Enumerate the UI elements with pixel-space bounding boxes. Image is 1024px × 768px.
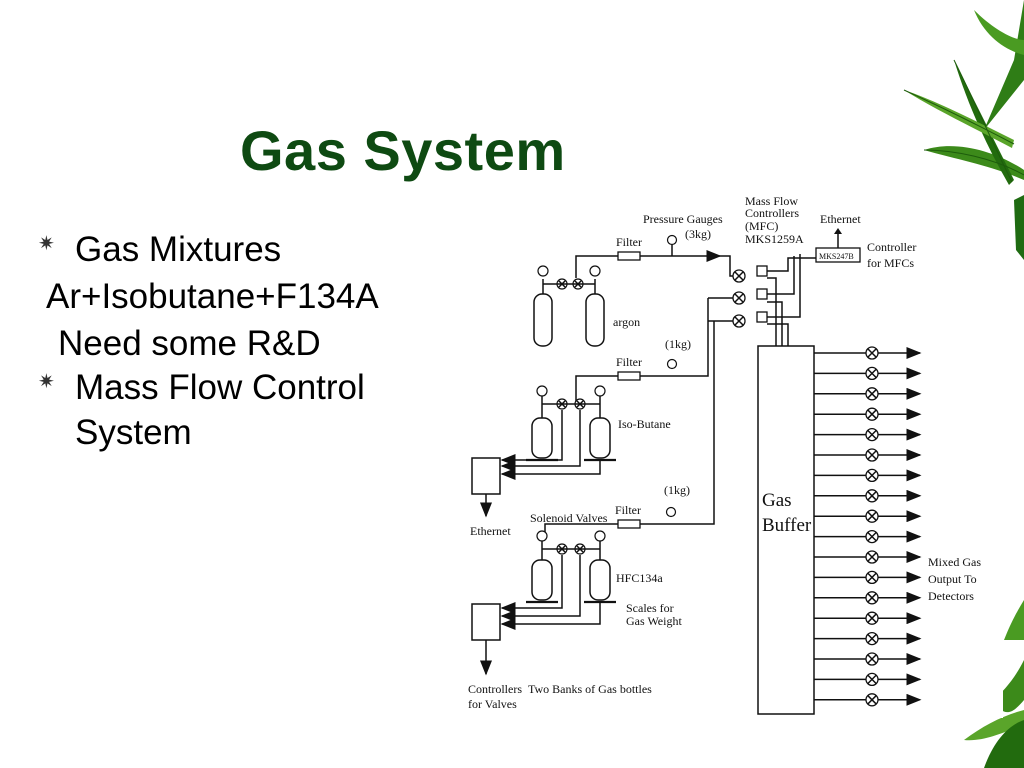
two-banks-label: Two Banks of Gas bottles [528, 682, 652, 696]
mfc-valves [732, 269, 746, 328]
bullet-text: Gas Mixtures [75, 230, 282, 269]
filter-label-1: Filter [616, 235, 642, 249]
bullet-item: ✷ Gas Mixtures [38, 228, 438, 273]
mfc-label-line2: Controllers [745, 206, 799, 220]
output-line [814, 387, 922, 401]
filter-label-3: Filter [615, 503, 641, 517]
output-line [814, 693, 922, 707]
isobutane-label: Iso-Butane [618, 417, 671, 431]
mks1259-label: MKS1259A [745, 232, 804, 246]
controllers-valves-label-1: Controllers [468, 682, 522, 696]
pressure-1kg-label-a: (1kg) [665, 337, 691, 351]
mks247b-label: MKS247B [819, 252, 854, 261]
bullet-item: ✷ Mass Flow Control System [38, 366, 438, 456]
output-line [814, 407, 922, 421]
controller-label-1: Controller [867, 240, 916, 254]
output-line [814, 652, 922, 666]
argon-label: argon [613, 315, 640, 329]
filter-label-2: Filter [616, 355, 642, 369]
pressure-gauge-icon [666, 358, 678, 370]
valve-controller-box-top [471, 457, 501, 495]
bullet-subline: Ar+Isobutane+F134A [46, 276, 379, 316]
output-line [814, 468, 922, 483]
pressure-gauge-icon [665, 506, 677, 518]
output-line [814, 570, 922, 585]
diagram-canvas: Pressure Gauges (3kg) Mass Flow Controll… [468, 196, 981, 715]
scales-label-2: Gas Weight [626, 614, 682, 628]
output-line [814, 672, 922, 687]
argon-bottles [533, 265, 605, 347]
filter-3 [617, 519, 641, 529]
ethernet-left-label: Ethernet [470, 524, 511, 538]
hfc134a-bottles [526, 530, 616, 604]
gas-buffer-box [757, 345, 815, 715]
star-burst-icon: ✷ [38, 371, 55, 394]
gas-buffer-label-1: Gas [762, 490, 792, 511]
filter-2 [617, 371, 641, 381]
mks247b-box [815, 247, 861, 263]
output-line [814, 550, 922, 564]
mixed-gas-label-2: Output To [928, 572, 977, 586]
output-lines [814, 346, 922, 707]
gas-buffer-label-2: Buffer [762, 515, 812, 536]
bamboo-decoration [903, 0, 1024, 768]
isobutane-bottles [526, 385, 616, 462]
output-line [814, 611, 922, 625]
bullet-text: Mass Flow Control System [75, 368, 365, 453]
output-line [814, 489, 922, 503]
filter-1 [617, 251, 641, 261]
output-line [814, 509, 922, 523]
mixed-gas-label-3: Detectors [928, 589, 974, 603]
ethernet-top-label: Ethernet [820, 212, 861, 226]
valve-controller-box-bottom [471, 603, 501, 641]
output-line [814, 591, 922, 605]
mfc-label-line3: (MFC) [745, 219, 778, 233]
hfc134a-label: HFC134a [616, 571, 663, 585]
output-line [814, 346, 922, 360]
controllers-valves-label-2: for Valves [468, 697, 517, 711]
bullet-list: ✷ Gas Mixtures Ar+Isobutane+F134A Need s… [38, 228, 438, 456]
mfc-units [756, 254, 816, 323]
slide-title: Gas System [240, 119, 566, 182]
controller-label-2: for MFCs [867, 256, 914, 270]
output-line [814, 366, 922, 381]
output-line [814, 427, 922, 442]
pressure-gauge-icon [666, 234, 678, 246]
output-line [814, 529, 922, 544]
scales-label-1: Scales for [626, 601, 674, 615]
pressure-1kg-label-b: (1kg) [664, 483, 690, 497]
output-line [814, 448, 922, 462]
mfc-label-line1: Mass Flow [745, 196, 798, 208]
gas-system-diagram: Pressure Gauges (3kg) Mass Flow Controll… [458, 196, 1003, 718]
mixed-gas-label-1: Mixed Gas [928, 555, 981, 569]
pressure-gauges-label: Pressure Gauges [643, 212, 723, 226]
bullet-subline: Need some R&D [58, 323, 321, 363]
pressure-3kg-label: (3kg) [685, 227, 711, 241]
star-burst-icon: ✷ [38, 233, 55, 255]
solenoid-valves-label: Solenoid Valves [530, 511, 608, 525]
output-line [814, 631, 922, 646]
